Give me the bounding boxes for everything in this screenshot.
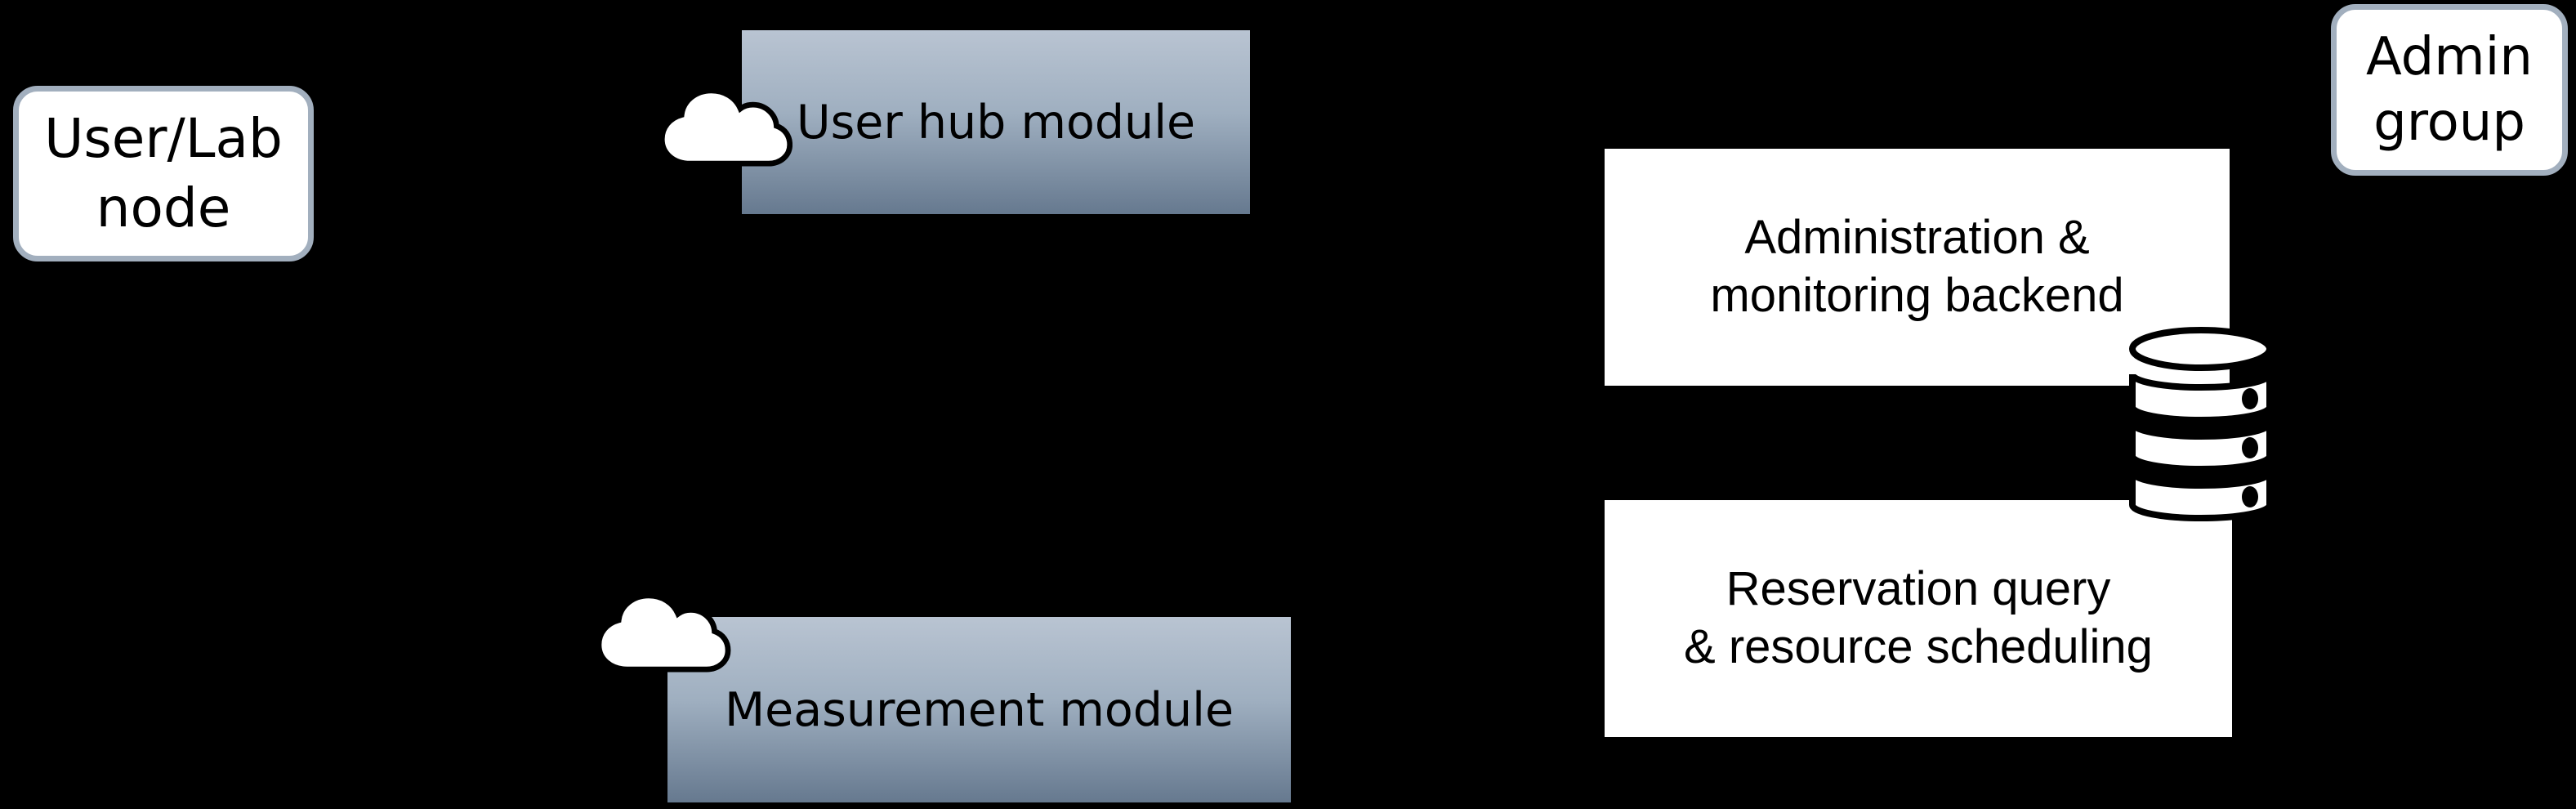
admin-group-node-label: Admin group [2366, 25, 2533, 155]
admin-group-node: Admin group [2331, 4, 2568, 176]
cloud-icon [659, 88, 792, 167]
admin-backend-label-line2: monitoring backend [1710, 269, 2124, 322]
user-hub-module-box: User hub module [742, 30, 1250, 214]
database-icon [2126, 327, 2277, 531]
user-lab-node-label-line1: User/Lab [44, 107, 283, 171]
user-hub-module-label: User hub module [796, 95, 1196, 150]
measurement-module-box: Measurement module [667, 617, 1291, 802]
user-lab-node: User/Lab node [13, 86, 314, 261]
user-lab-node-label: User/Lab node [44, 105, 283, 243]
reservation-box: Reservation query & resource scheduling [1605, 500, 2232, 737]
admin-group-node-label-line1: Admin [2366, 27, 2533, 87]
admin-group-node-label-line2: group [2373, 92, 2525, 153]
user-lab-node-label-line2: node [96, 176, 231, 239]
admin-backend-box: Administration & monitoring backend [1605, 149, 2230, 386]
measurement-module-label: Measurement module [724, 682, 1234, 737]
admin-backend-label-line1: Administration & [1744, 211, 2090, 265]
reservation-label-line1: Reservation query [1726, 562, 2111, 616]
reservation-label-line2: & resource scheduling [1684, 620, 2153, 673]
cloud-icon [595, 593, 731, 673]
